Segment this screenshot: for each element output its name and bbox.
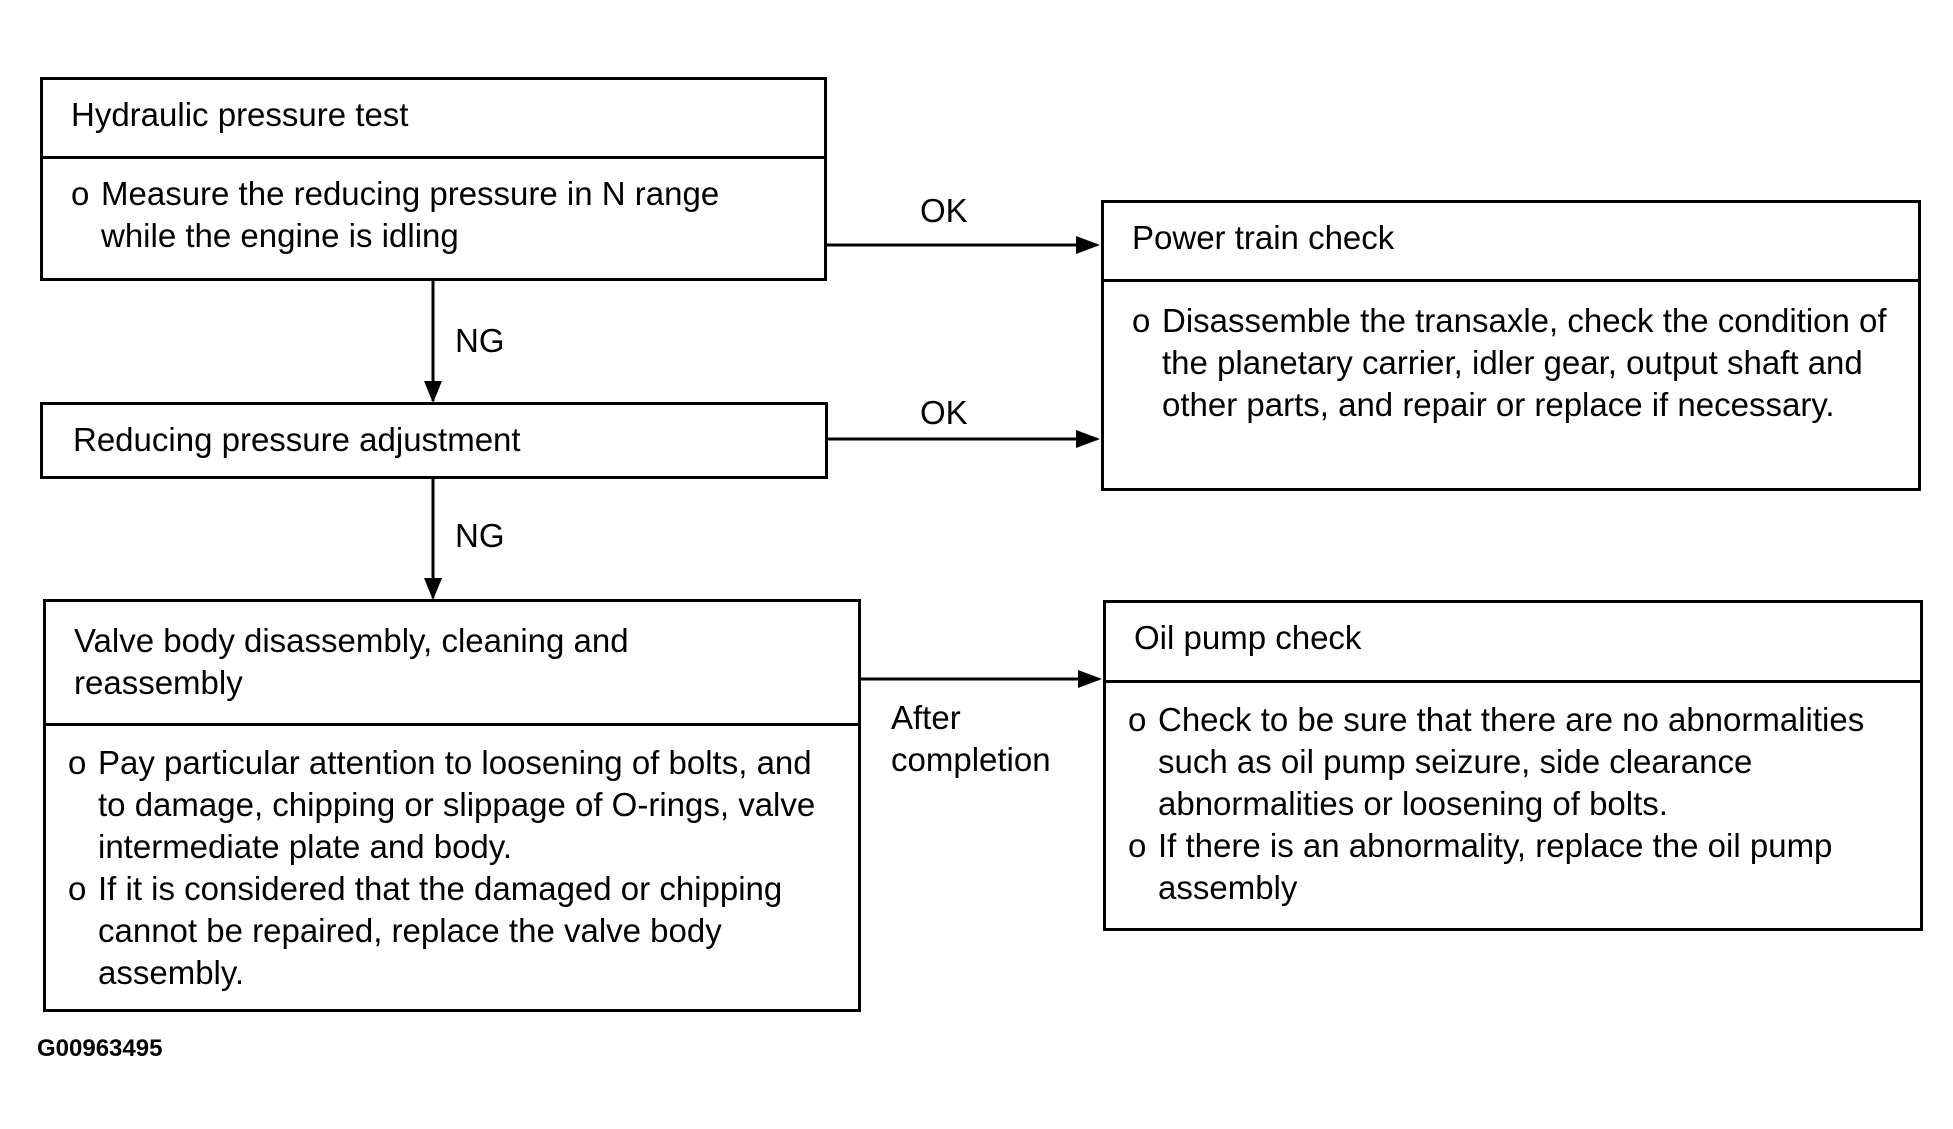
bullet-item: o Check to be sure that there are no abn… [1128, 699, 1900, 825]
figure-id: G00963495 [37, 1035, 163, 1062]
bullet-marker: o [71, 175, 90, 212]
edge-label-ok: OK [920, 192, 968, 229]
bullet-item: o Measure the reducing pressure in N ran… [71, 173, 804, 257]
arrowhead [1076, 430, 1100, 448]
bullet-text: If it is considered that the damaged or … [98, 870, 783, 991]
valve-body-body: o Pay particular attention to loosening … [46, 726, 858, 994]
bullet-marker: o [1128, 701, 1147, 738]
arrowhead [424, 578, 442, 600]
power-train-check-body: o Disassemble the transaxle, check the c… [1104, 282, 1918, 426]
bullet-item: o If there is an abnormality, replace th… [1128, 825, 1900, 909]
bullet-item: o Disassemble the transaxle, check the c… [1132, 300, 1898, 426]
bullet-item: o If it is considered that the damaged o… [68, 868, 838, 994]
valve-body-title: Valve body disassembly, cleaning and rea… [46, 602, 858, 726]
edge-label-ng: NG [455, 322, 505, 359]
bullet-text: Disassemble the transaxle, check the con… [1162, 302, 1887, 423]
bullet-marker: o [68, 744, 87, 781]
reducing-pressure-adjustment-box: Reducing pressure adjustment [40, 402, 828, 479]
bullet-text: Pay particular attention to loosening of… [98, 744, 816, 865]
hydraulic-pressure-test-body: o Measure the reducing pressure in N ran… [43, 159, 824, 257]
bullet-text: If there is an abnormality, replace the … [1158, 827, 1833, 906]
oil-pump-check-body: o Check to be sure that there are no abn… [1106, 683, 1920, 909]
oil-pump-check-title: Oil pump check [1106, 603, 1920, 683]
bullet-item: o Pay particular attention to loosening … [68, 742, 838, 868]
bullet-text: Check to be sure that there are no abnor… [1158, 701, 1865, 822]
bullet-marker: o [68, 870, 87, 907]
valve-body-box: Valve body disassembly, cleaning and rea… [43, 599, 861, 1012]
edge-label-ng: NG [455, 517, 505, 554]
bullet-text: Measure the reducing pressure in N range… [101, 175, 720, 254]
arrowhead [1076, 236, 1100, 254]
power-train-check-title: Power train check [1104, 203, 1918, 282]
arrowhead [424, 381, 442, 403]
edge-label-after-completion: After completion [891, 699, 1051, 778]
hydraulic-pressure-test-box: Hydraulic pressure test o Measure the re… [40, 77, 827, 281]
edge-label-ok: OK [920, 394, 968, 431]
arrowhead [1078, 670, 1102, 688]
reducing-pressure-adjustment-title: Reducing pressure adjustment [73, 421, 521, 458]
hydraulic-pressure-test-title: Hydraulic pressure test [43, 80, 824, 159]
bullet-marker: o [1128, 827, 1147, 864]
power-train-check-box: Power train check o Disassemble the tran… [1101, 200, 1921, 491]
oil-pump-check-box: Oil pump check o Check to be sure that t… [1103, 600, 1923, 931]
bullet-marker: o [1132, 302, 1151, 339]
